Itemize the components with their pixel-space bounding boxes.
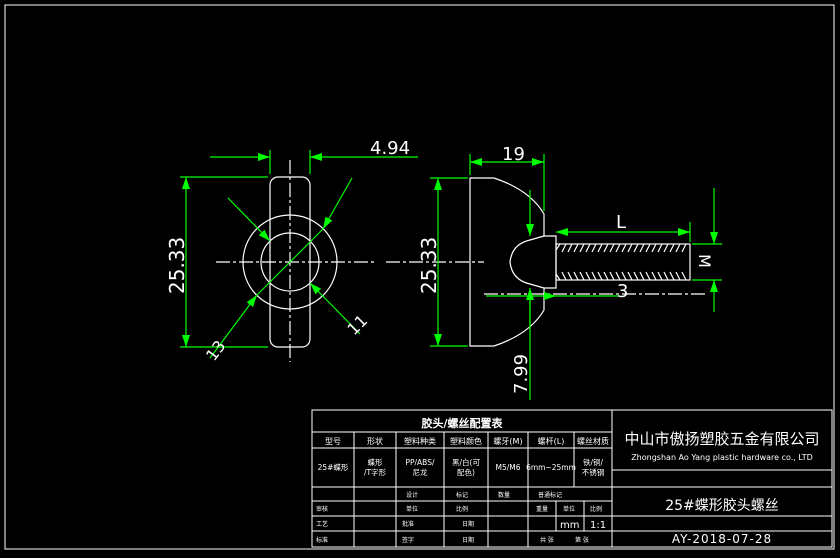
- dim-thread-offset: 3: [617, 281, 628, 302]
- header-shape: 形状: [367, 436, 383, 446]
- dim-slot-width: 11: [343, 311, 371, 339]
- label-design: 设计: [406, 491, 418, 499]
- dim-neck-height: 7.99: [511, 354, 532, 394]
- title-block-labels: 设计 标记 数量 普通标记 审核 单位 比例 重量 单位 比例 工艺 批准 日期…: [316, 491, 606, 544]
- label-scale-a: 比例: [456, 505, 468, 513]
- company-name-en: Zhongshan Ao Yang plastic hardware co., …: [631, 453, 813, 462]
- header-model: 型号: [325, 437, 341, 446]
- label-date-a: 日期: [462, 520, 474, 528]
- cell-screw-material: 铁/铜/不锈钢: [582, 457, 605, 477]
- header-plastic-color: 塑料颜色: [450, 436, 482, 446]
- label-unit-b: 单位: [563, 505, 575, 513]
- dim-width-top: 4.94: [370, 138, 410, 159]
- label-review: 审核: [316, 505, 328, 513]
- unit-value: mm: [560, 520, 579, 531]
- label-process: 工艺: [316, 520, 328, 528]
- label-date-b: 日期: [462, 536, 474, 544]
- label-standard: 标准: [316, 536, 328, 544]
- config-table-headers: 型号 形状 塑料种类 塑料颜色 螺牙(M) 螺杆(L) 螺丝材质: [325, 436, 609, 446]
- label-total-sheets: 共 张: [540, 536, 554, 544]
- header-plastic-type: 塑料种类: [404, 436, 436, 446]
- part-name: 25#蝶形胶头螺丝: [665, 497, 779, 514]
- drawing-number: AY-2018-07-28: [672, 532, 772, 546]
- config-table-row: 25#蝶形 蝶形/T字形 PP/ABS/尼龙黑/白(可配色) M5/M6 6mm~25m…: [318, 457, 605, 477]
- config-table-title: 胶头/螺丝配置表: [421, 416, 503, 430]
- drawing-border: [4, 4, 835, 550]
- front-view-dimensions: [180, 150, 418, 359]
- scale-value: 1:1: [590, 520, 606, 531]
- label-common-mark: 普通标记: [538, 491, 562, 499]
- label-sheet-no: 第 张: [575, 536, 589, 544]
- label-scale-b: 比例: [590, 505, 602, 513]
- dim-hole-dia: 13: [202, 337, 229, 365]
- cell-plastic-type: PP/ABS/尼龙: [405, 458, 434, 477]
- header-screw-material: 螺丝材质: [577, 436, 609, 446]
- company-name-cn: 中山市傲扬塑胶五金有限公司: [624, 430, 819, 448]
- dim-thread-dia: M: [695, 254, 714, 268]
- label-mark: 标记: [456, 491, 468, 499]
- cell-plastic-color: 黑/白(可配色): [452, 457, 480, 477]
- label-approve: 批准: [402, 520, 414, 528]
- title-block: [311, 409, 833, 548]
- dim-height-left: 25.33: [165, 237, 189, 294]
- cell-model: 25#蝶形: [318, 462, 349, 472]
- dim-head-width: 19: [502, 144, 525, 165]
- front-view: [216, 160, 376, 362]
- side-view: [386, 177, 706, 347]
- dim-height-right: 25.33: [417, 237, 441, 294]
- label-quantity: 数量: [498, 491, 510, 499]
- cell-shape: 蝶形/T字形: [364, 457, 387, 477]
- cell-thread: M5/M6: [495, 463, 520, 472]
- cell-screw-length: 6mm~25mm: [526, 463, 576, 472]
- label-weight: 重量: [536, 505, 548, 513]
- label-unit-a: 单位: [406, 505, 418, 513]
- header-thread: 螺牙(M): [493, 436, 522, 446]
- label-sign: 签字: [402, 536, 414, 544]
- dim-thread-length: L: [616, 212, 626, 233]
- header-screw-length: 螺杆(L): [538, 436, 565, 446]
- side-view-dimensions: [430, 154, 722, 400]
